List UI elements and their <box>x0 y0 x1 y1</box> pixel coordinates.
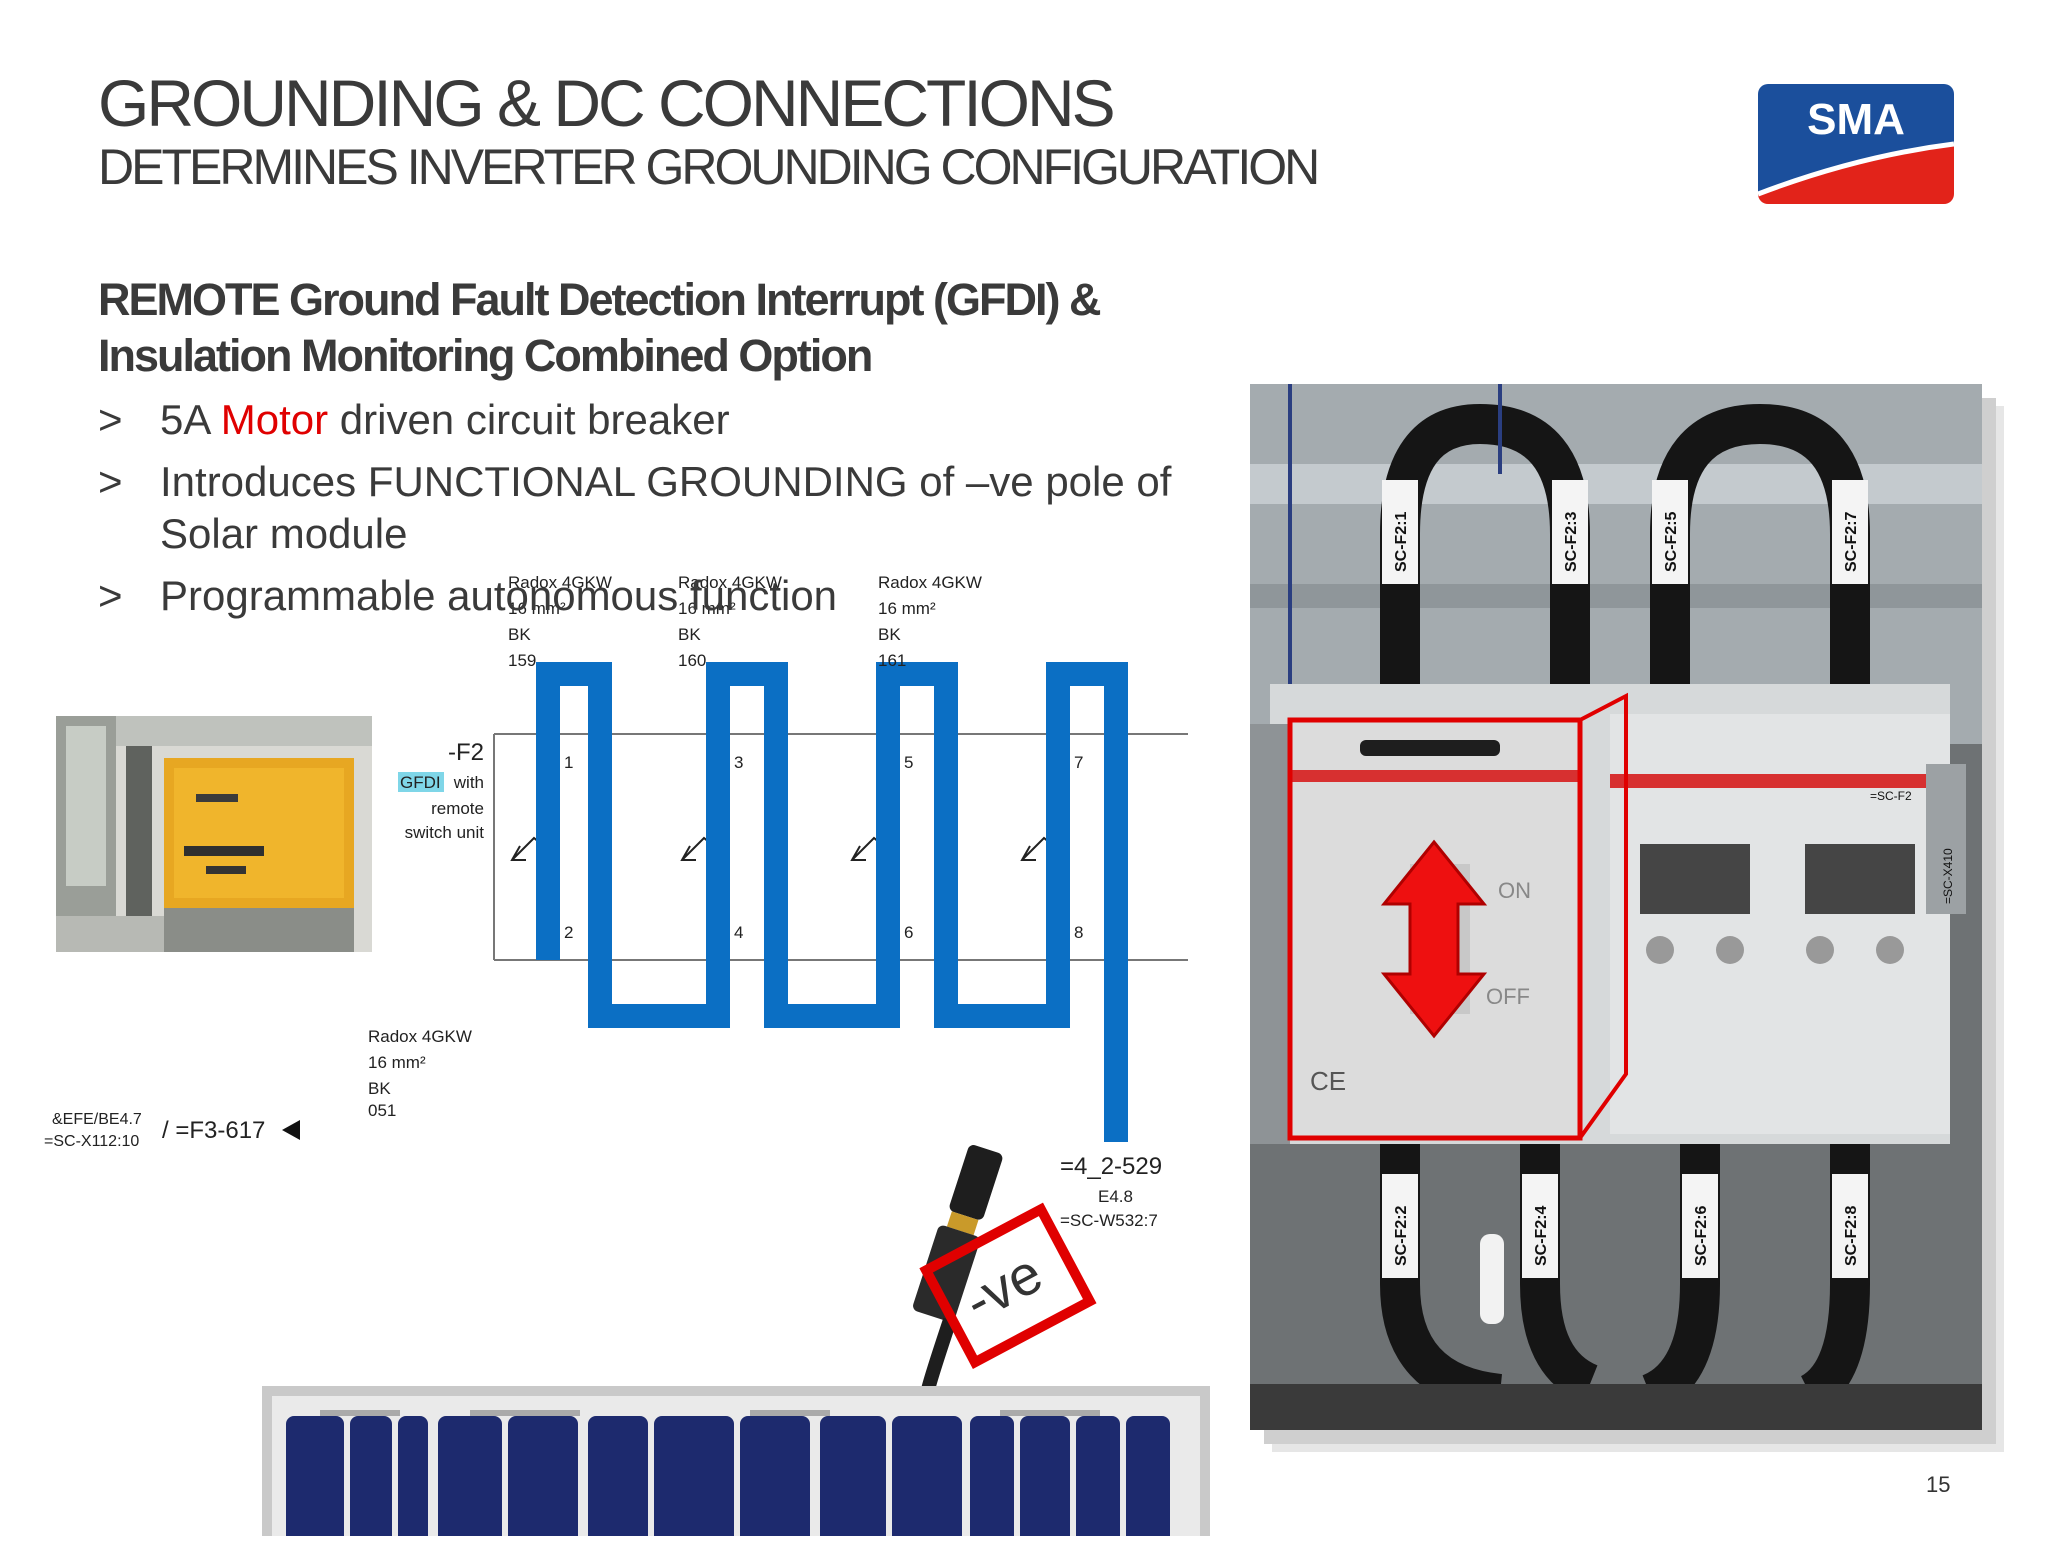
cable-label-161: Radox 4GKW 16 mm² BK 161 <box>878 573 982 670</box>
svg-text:16 mm²: 16 mm² <box>878 599 936 618</box>
cable-tag: SC-F2:3 <box>1563 511 1580 572</box>
breaker-tag: =SC-F2 <box>1870 789 1912 803</box>
inverter-photo <box>56 716 372 952</box>
heading-line-2: Insulation Monitoring Combined Option <box>98 330 873 381</box>
dc-wire-serpentine <box>536 662 1128 1142</box>
cable-tag: SC-F2:7 <box>1843 511 1860 572</box>
right-reference: E4.8 <box>1098 1187 1133 1206</box>
breaker-photo: SC-F2:1 SC-F2:3 SC-F2:5 SC-F2:7 =SC-F2 =… <box>1250 384 1982 1430</box>
bullet-text: 5A <box>160 396 221 443</box>
svg-text:Radox 4GKW: Radox 4GKW <box>368 1027 472 1046</box>
svg-text:051: 051 <box>368 1101 396 1120</box>
cable-tag: SC-F2:8 <box>1843 1205 1860 1266</box>
svg-text:Radox 4GKW: Radox 4GKW <box>508 573 612 592</box>
on-label: ON <box>1498 878 1531 903</box>
svg-text:BK: BK <box>878 625 901 644</box>
cable-label-160: Radox 4GKW 16 mm² BK 160 <box>678 573 782 670</box>
heading-line-1: REMOTE Ground Fault Detection Interrupt … <box>98 274 1101 325</box>
cable-tag: SC-F2:2 <box>1393 1205 1410 1266</box>
page-number: 15 <box>1926 1472 1951 1497</box>
slide-title: GROUNDING & DC CONNECTIONS <box>98 66 1116 140</box>
bullet-highlight: Motor <box>220 396 329 443</box>
terminal-tag: =SC-X410 <box>1941 848 1955 904</box>
bullet-continuation: Solar module <box>98 508 407 560</box>
left-reference: =SC-X112:10 <box>44 1133 139 1150</box>
bullet-item: > Introduces FUNCTIONAL GROUNDING of –ve … <box>98 456 1171 508</box>
svg-text:Radox 4GKW: Radox 4GKW <box>678 573 782 592</box>
right-reference: =4_2-529 <box>1060 1153 1162 1180</box>
terminal-number: 4 <box>734 923 743 942</box>
bullet-marker: > <box>98 396 123 443</box>
sma-logo: SMA <box>1757 84 1955 204</box>
terminal-number: 8 <box>1074 923 1083 942</box>
section-heading: REMOTE Ground Fault Detection Interrupt … <box>98 272 1198 384</box>
bullet-text: driven circuit breaker <box>328 396 730 443</box>
svg-text:159: 159 <box>508 651 536 670</box>
terminal-number: 3 <box>734 753 743 772</box>
svg-text:BK: BK <box>508 625 531 644</box>
cable-label-159: Radox 4GKW 16 mm² BK 159 <box>508 573 612 670</box>
device-desc: with <box>453 773 484 792</box>
svg-text:Radox 4GKW: Radox 4GKW <box>878 573 982 592</box>
device-label: -F2 <box>448 739 484 766</box>
svg-text:BK: BK <box>678 625 701 644</box>
terminal-number: 5 <box>904 753 913 772</box>
terminal-number: 1 <box>564 753 573 772</box>
toggle-arrow-icon <box>1380 839 1488 1039</box>
left-reference: &EFE/BE4.7 <box>52 1111 142 1128</box>
svg-text:16 mm²: 16 mm² <box>368 1053 426 1072</box>
terminal-number: 2 <box>564 923 573 942</box>
cable-tag: SC-F2:1 <box>1393 511 1410 572</box>
arrow-icon <box>282 1120 300 1140</box>
ce-mark: CE <box>1310 1066 1346 1096</box>
gfdi-tag: GFDI <box>400 773 441 792</box>
svg-text:16 mm²: 16 mm² <box>508 599 566 618</box>
cable-label-051: Radox 4GKW 16 mm² BK 051 <box>368 1027 472 1120</box>
svg-text:160: 160 <box>678 651 706 670</box>
bullet-text: Solar module <box>160 510 408 557</box>
svg-text:161: 161 <box>878 651 906 670</box>
svg-text:BK: BK <box>368 1079 391 1098</box>
solar-module <box>262 1386 1210 1541</box>
device-desc: remote <box>431 799 484 818</box>
svg-text:16 mm²: 16 mm² <box>678 599 736 618</box>
connector-label: / =F3-617 <box>162 1117 265 1144</box>
device-desc: switch unit <box>405 823 485 842</box>
cable-tag: SC-F2:5 <box>1663 511 1680 572</box>
right-reference: =SC-W532:7 <box>1060 1211 1158 1230</box>
logo-text: SMA <box>1807 95 1905 144</box>
terminal-number: 7 <box>1074 753 1083 772</box>
terminal-number: 6 <box>904 923 913 942</box>
bullet-item: >5A Motor driven circuit breaker <box>98 394 730 446</box>
bullet-item: > Programmable autonomous function <box>98 570 837 622</box>
bullet-text: Programmable autonomous function <box>160 572 838 619</box>
cable-tag: SC-F2:6 <box>1693 1205 1710 1266</box>
cable-tag: SC-F2:4 <box>1533 1205 1550 1266</box>
slide-subtitle: DETERMINES INVERTER GROUNDING CONFIGURAT… <box>98 139 1320 195</box>
off-label: OFF <box>1486 984 1530 1009</box>
bullet-marker: > <box>98 458 123 505</box>
gfdi-circuit-diagram: 1 3 5 7 2 4 6 8 Radox 4GKW 16 mm² BK 159… <box>0 560 1220 1541</box>
bullet-marker: > <box>98 572 123 619</box>
bullet-text: Introduces FUNCTIONAL GROUNDING of –ve p… <box>160 458 1172 505</box>
